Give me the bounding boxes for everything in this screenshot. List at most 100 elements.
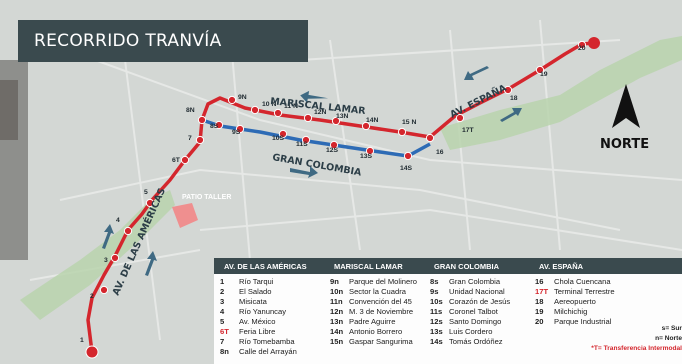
stop-marker-s17t	[455, 113, 465, 123]
street-grid	[29, 19, 682, 341]
legend-station-name: Calle del Arrayán	[239, 347, 297, 356]
terminal-marker-north	[588, 37, 600, 49]
stop-label-s16: 16	[436, 149, 444, 156]
stop-label-s12s: 12S	[326, 147, 339, 154]
legend-code: 16	[535, 277, 544, 286]
legend-station-name: El Salado	[239, 287, 272, 296]
line-main	[86, 41, 594, 353]
arrow-americas-right	[145, 251, 157, 276]
legend-note-norte: n= Norte	[655, 335, 682, 342]
legend-station-name: Parque del Molinero	[349, 277, 417, 286]
legend-station-name: Santo Domingo	[449, 317, 502, 326]
photo-strip-shade	[0, 80, 18, 140]
legend-code: 4	[220, 307, 225, 316]
legend-station-name: Gaspar Sangurima	[349, 337, 413, 346]
stop-marker-s1	[85, 345, 99, 359]
legend-code: 9n	[330, 277, 339, 286]
stop-marker-s16	[425, 133, 435, 143]
stop-label-s8n: 8N	[186, 107, 195, 114]
legend-row: 8s Gran Colombia	[430, 277, 529, 287]
legend-code: 12s	[430, 317, 443, 326]
stop-marker-s14s	[403, 151, 413, 161]
legend-station-name: Milchichig	[554, 307, 588, 316]
arrow-mariscal	[300, 90, 329, 103]
north-label: NORTE	[600, 137, 650, 152]
stop-marker-s6t	[180, 155, 190, 165]
legend-code: 9s	[430, 287, 439, 296]
stop-label-s7: 7	[188, 135, 192, 142]
legend-row: 5 Av. México	[220, 317, 324, 327]
legend-code: 18	[535, 297, 544, 306]
legend-code: 11n	[330, 297, 343, 306]
legend-row: 14s Tomás Ordóñez	[430, 337, 529, 347]
legend-station-name: Antonio Borrero	[349, 327, 403, 336]
stop-label-s12n: 12N	[314, 109, 327, 116]
stop-marker-s12n	[303, 113, 313, 123]
stop-label-s14n: 14N	[366, 117, 379, 124]
legend-code: 11s	[430, 307, 443, 316]
legend-code: 17T	[535, 287, 549, 296]
stop-marker-s3	[110, 253, 120, 263]
stop-marker-s20	[577, 40, 587, 50]
legend-code: 8s	[430, 277, 439, 286]
legend-station-name: Av. México	[239, 317, 276, 326]
stop-label-s13n: 13N	[336, 113, 349, 120]
stop-marker-s14n	[361, 121, 371, 131]
stop-label-s10s: 10S	[272, 135, 285, 142]
legend-station-name: Misicata	[239, 297, 267, 306]
legend-code: 2	[220, 287, 225, 296]
legend-row: 12s Santo Domingo	[430, 317, 529, 327]
legend-station-name: Convención del 45	[349, 297, 412, 306]
stop-label-s13s: 13S	[360, 153, 373, 160]
legend-code: 19	[535, 307, 544, 316]
legend-station-name: Río Tarqui	[239, 277, 274, 286]
stop-marker-s10n	[250, 105, 260, 115]
stop-marker-s9n	[227, 95, 237, 105]
stop-marker-s9s	[235, 124, 245, 134]
stop-label-s1: 1	[80, 337, 84, 344]
stop-label-s9n: 9N	[238, 94, 247, 101]
stop-marker-s13s	[365, 146, 375, 156]
legend-code: 14s	[430, 337, 443, 346]
stop-marker-s12s	[329, 140, 339, 150]
legend-row: 11n Convención del 45	[330, 297, 424, 307]
stop-label-s4: 4	[116, 217, 120, 224]
stop-label-s2: 2	[90, 293, 94, 300]
stop-label-s19: 19	[540, 71, 548, 78]
legend-station-name: Río Yanuncay	[239, 307, 287, 316]
legend-station-name: Coronel Talbot	[449, 307, 498, 316]
stop-label-s17t: 17T	[462, 127, 475, 134]
legend-code: 5	[220, 317, 225, 326]
legend-station-name: Sector la Cuadra	[349, 287, 406, 296]
stop-marker-s7	[195, 135, 205, 145]
stop-marker-s4	[123, 226, 133, 236]
stop-marker-s18	[503, 85, 513, 95]
stop-marker-s15n	[397, 127, 407, 137]
arrow-americas-up	[102, 224, 114, 249]
legend-header-americas: AV. DE LAS AMÉRICAS	[224, 261, 307, 271]
legend-row: 9n Parque del Molinero	[330, 277, 424, 287]
legend-station-name: Luis Cordero	[449, 327, 493, 336]
stop-label-s3: 3	[104, 257, 108, 264]
legend-code: 15n	[330, 337, 344, 346]
legend-station-name: Gran Colombia	[449, 277, 501, 286]
stop-label-s6t: 6T	[172, 157, 181, 164]
legend-station-name: Tomás Ordóñez	[449, 337, 503, 346]
legend-station-name: Corazón de Jesús	[449, 297, 511, 306]
legend-note-transfer: *T= Transferencia Intermodal	[591, 345, 682, 352]
